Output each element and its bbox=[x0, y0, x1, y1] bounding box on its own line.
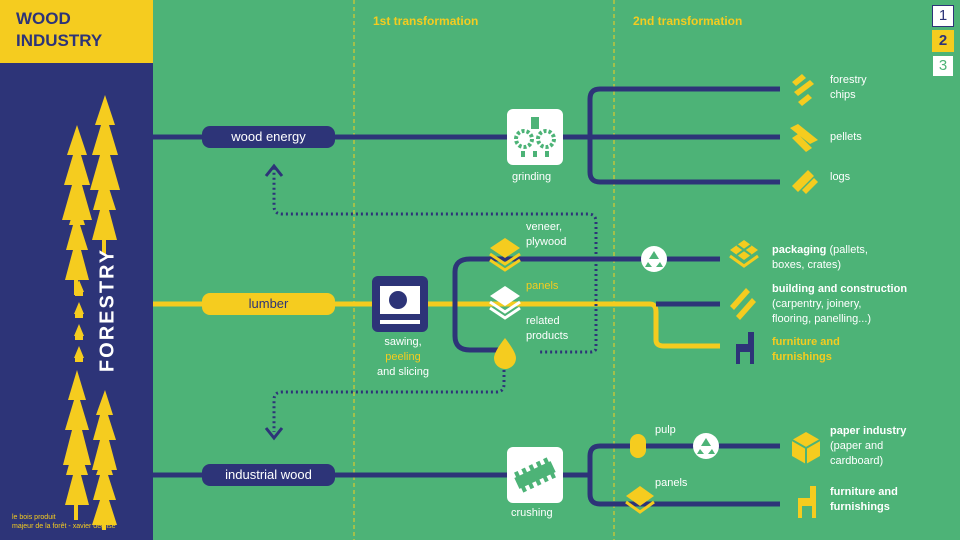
pellets-label: pellets bbox=[830, 131, 862, 143]
page-1-button[interactable]: 1 bbox=[932, 5, 954, 27]
chair-icon bbox=[736, 332, 754, 364]
plywood-icon bbox=[489, 238, 521, 272]
paper-line-3: cardboard) bbox=[830, 455, 884, 467]
box-icon bbox=[791, 432, 821, 464]
header-2nd-transformation: 2nd transformation bbox=[633, 14, 743, 28]
planks-icon bbox=[730, 288, 756, 320]
veneer-line-2: plywood bbox=[526, 236, 567, 248]
forestry-label: FORESTRY bbox=[96, 247, 119, 373]
industrial-branch bbox=[587, 443, 780, 507]
building-line-3: flooring, panelling...) bbox=[772, 313, 872, 325]
panels-label-2: panels bbox=[655, 477, 688, 489]
chips-icon bbox=[792, 74, 814, 106]
drop-icon bbox=[494, 338, 516, 369]
tree-icons bbox=[62, 95, 120, 530]
furniture-2-line-2: furnishings bbox=[830, 501, 890, 513]
paper-label: paper industry (paper and cardboard) bbox=[830, 424, 906, 469]
chips-line-1: forestry bbox=[830, 74, 867, 86]
packaging-bold: packaging bbox=[772, 244, 827, 256]
grinding-box bbox=[507, 109, 563, 165]
paper-line-1: paper industry bbox=[830, 425, 907, 437]
tree-icon bbox=[62, 95, 120, 530]
sawing-line-3: and slicing bbox=[377, 366, 429, 378]
recycle-icon-2 bbox=[693, 433, 719, 459]
logs-icon bbox=[792, 170, 818, 194]
building-line-2: (carpentry, joinery, bbox=[772, 298, 862, 310]
veneer-label: veneer, plywood bbox=[526, 220, 566, 250]
recycle-to-energy bbox=[272, 168, 598, 259]
pallet-icon bbox=[729, 240, 759, 268]
furniture-line-1: furniture and bbox=[772, 336, 840, 348]
sawing-line-1: sawing, bbox=[384, 336, 422, 348]
furniture-line-2: furnishings bbox=[772, 351, 832, 363]
page-2-button[interactable]: 2 bbox=[932, 30, 954, 52]
recycle-to-industrial bbox=[272, 360, 506, 432]
grinding-label: grinding bbox=[512, 171, 552, 183]
sawing-label: sawing, peeling and slicing bbox=[373, 335, 433, 380]
lumber-furniture-line bbox=[649, 301, 720, 349]
industrial-wood-pill: industrial wood bbox=[202, 464, 335, 486]
packaging-line-2: boxes, crates) bbox=[772, 259, 842, 271]
furniture-2-line-1: furniture and bbox=[830, 486, 898, 498]
lumber-branch bbox=[452, 256, 500, 353]
building-label: building and construction (carpentry, jo… bbox=[772, 282, 907, 327]
arrow-down-icon bbox=[264, 427, 284, 441]
pulp-icon bbox=[630, 434, 646, 458]
packaging-line-1: packaging (pallets, bbox=[772, 243, 868, 258]
credit-line-1: le bois produit bbox=[12, 514, 56, 521]
title-box bbox=[0, 0, 153, 63]
related-line-1: related bbox=[526, 315, 560, 327]
arrow-up-icon bbox=[264, 163, 284, 177]
building-line-1: building and construction bbox=[772, 283, 908, 295]
crushing-label: crushing bbox=[511, 507, 553, 519]
chair-icon-2 bbox=[798, 486, 816, 518]
grinder-icon bbox=[514, 117, 556, 157]
panels-icon-2 bbox=[625, 486, 655, 514]
paper-line-2: (paper and bbox=[830, 440, 884, 452]
page-3-button[interactable]: 3 bbox=[932, 55, 954, 77]
furniture-label: furniture and furnishings bbox=[772, 335, 840, 365]
chips-label: forestry chips bbox=[830, 73, 867, 103]
wood-energy-pill: wood energy bbox=[202, 126, 335, 148]
veneer-line-1: veneer, bbox=[526, 221, 563, 233]
crusher-icon bbox=[514, 457, 556, 493]
chips-line-2: chips bbox=[830, 89, 856, 101]
saw-icon bbox=[380, 286, 420, 324]
sawing-line-2: peeling bbox=[385, 351, 421, 363]
lumber-pill: lumber bbox=[202, 293, 335, 315]
logs-label: logs bbox=[830, 171, 851, 183]
page-title: WOOD INDUSTRY bbox=[16, 8, 102, 52]
pellets-icon bbox=[790, 124, 818, 152]
furniture-label-2: furniture and furnishings bbox=[830, 485, 898, 515]
credit: le bois produit majeur de la forêt - xav… bbox=[12, 513, 116, 531]
title-line-2: INDUSTRY bbox=[16, 31, 103, 50]
recycle-icon bbox=[641, 246, 667, 272]
packaging-label: packaging (pallets, boxes, crates) bbox=[772, 243, 868, 273]
crushing-box bbox=[507, 447, 563, 503]
related-line-2: products bbox=[526, 330, 569, 342]
panels-label: panels bbox=[526, 280, 559, 292]
header-1st-transformation: 1st transformation bbox=[373, 14, 479, 28]
title-line-1: WOOD bbox=[16, 9, 71, 28]
pulp-label: pulp bbox=[655, 424, 676, 436]
credit-line-2: majeur de la forêt - xavier deglise bbox=[12, 523, 116, 530]
related-label: related products bbox=[526, 314, 568, 344]
sawing-box bbox=[372, 276, 428, 332]
packaging-rest: (pallets, bbox=[826, 244, 868, 256]
panels-icon bbox=[489, 286, 521, 320]
recycle-loop bbox=[540, 259, 598, 354]
